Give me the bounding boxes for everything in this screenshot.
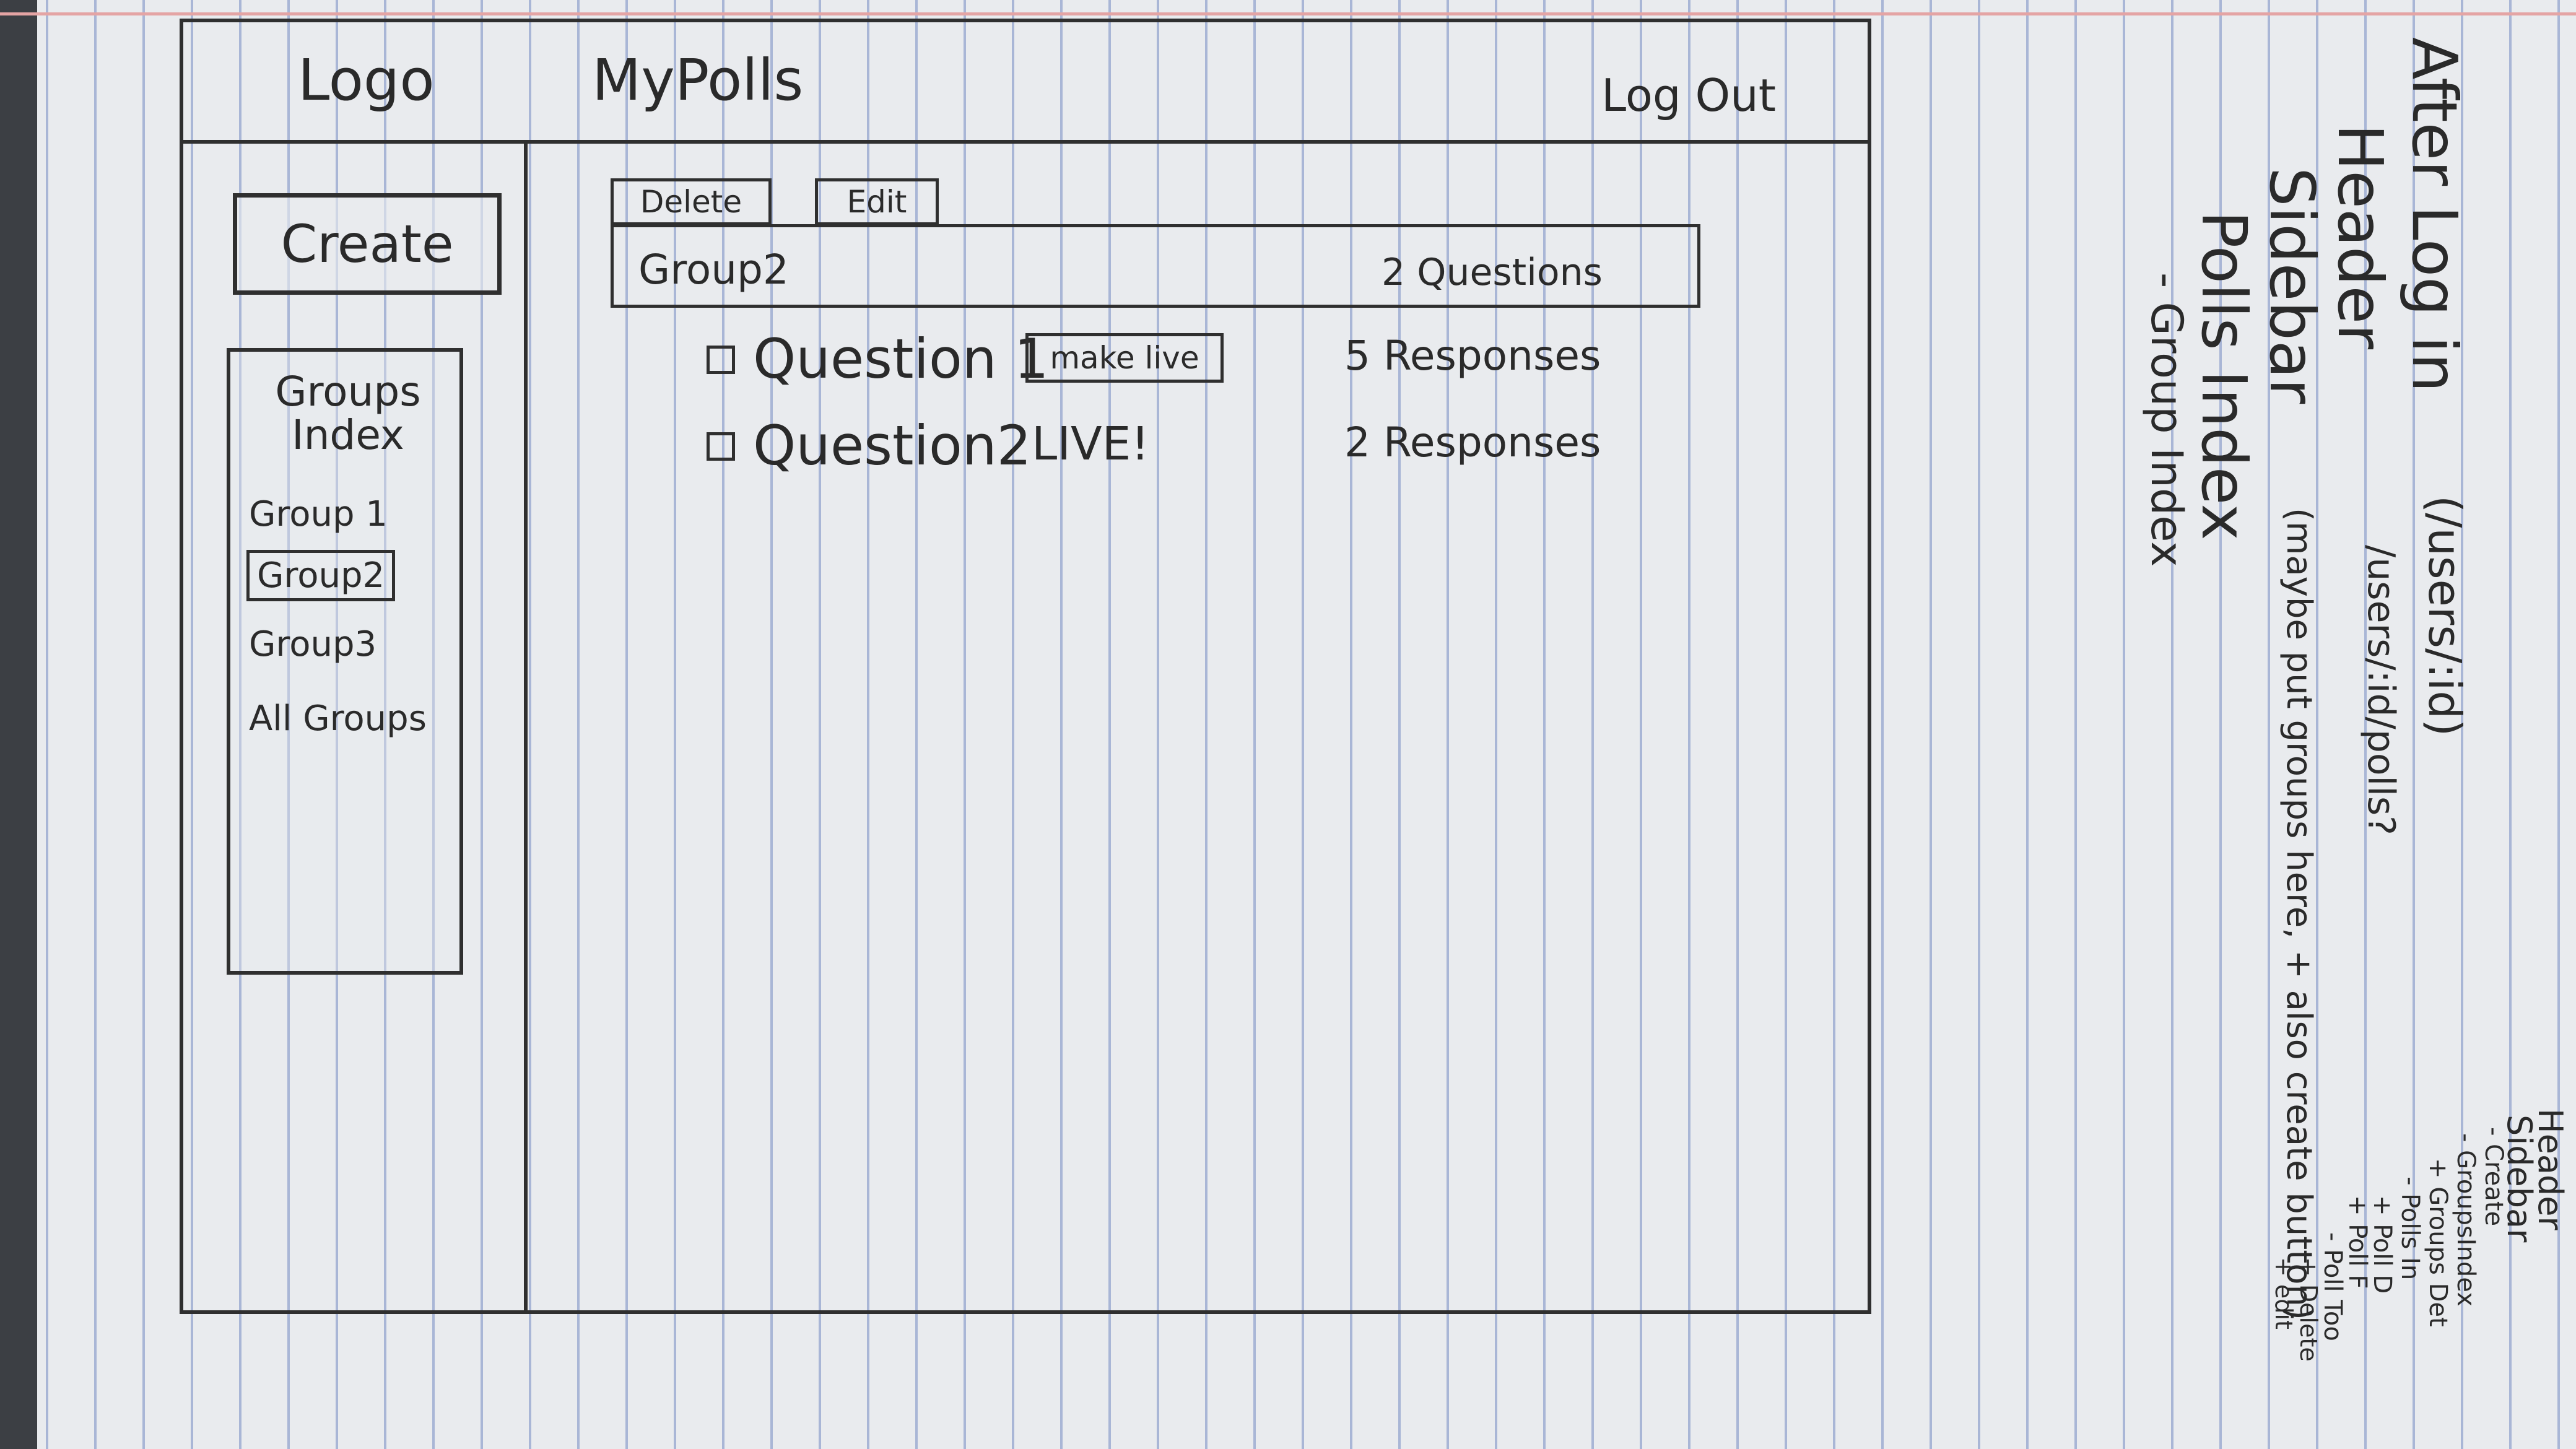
note-group-index: - Group Index [2141,272,2192,567]
groups-index-title: Groups Index [275,368,421,459]
outline-item: + Groups Det [2424,1158,2452,1327]
question-count: 2 Questions [1382,251,1603,294]
make-live-button[interactable]: make live [1025,333,1224,383]
outline-item: + Poll D [2368,1195,2396,1294]
sidebar-item-all-groups[interactable]: All Groups [249,698,427,739]
sidebar: Create Groups Index Group 1 Group2 Group… [183,144,528,1314]
outline-item: - GroupsIndex [2452,1133,2480,1307]
table-surface [0,0,37,1449]
header: Logo MyPolls Log Out [183,22,1868,144]
note-route-users: (/users/:id) [2419,495,2471,737]
outline-item: + Poll F [2343,1195,2372,1289]
note-header: Header [2324,124,2396,350]
question-row: Question2 LIVE! 2 Responses [524,410,1868,484]
outline-item: - Polls In [2396,1177,2424,1281]
outline-item: - Poll Too [2318,1232,2347,1341]
note-sidebar-groups: (maybe put groups here, + also create bu… [2279,508,2319,1320]
margin-line [0,12,2576,15]
logout-link[interactable]: Log Out [1601,69,1777,121]
outline-item: + edit [2270,1257,2297,1329]
note-sidebar: Sidebar [2256,167,2328,404]
question-checkbox[interactable] [707,346,735,374]
create-button[interactable]: Create [233,193,502,295]
app-title: MyPolls [592,47,804,113]
delete-button[interactable]: Delete [611,178,772,225]
response-count: 2 Responses [1344,419,1601,466]
edit-button[interactable]: Edit [815,178,939,225]
sidebar-item-group-2[interactable]: Group2 [246,550,396,601]
question-row: Question 1 make live 5 Responses [524,323,1868,398]
sidebar-item-group-3[interactable]: Group3 [249,624,377,664]
outline-item: - Create [2479,1127,2508,1227]
logo[interactable]: Logo [298,47,435,113]
response-count: 5 Responses [1344,332,1601,380]
live-status: LIVE! [1032,417,1150,471]
question-label[interactable]: Question2 [753,414,1032,477]
question-label[interactable]: Question 1 [753,327,1049,391]
main-content: Delete Edit Group2 2 Questions Question … [524,144,1868,1314]
group-header: Group2 2 Questions [611,224,1700,308]
note-polls-index: Polls Index [2188,211,2260,541]
groups-index: Groups Index Group 1 Group2 Group3 All G… [227,348,463,975]
browser-frame: Logo MyPolls Log Out Create Groups Index… [180,19,1871,1314]
outline-item: + Delete [2295,1257,2322,1362]
sidebar-item-group-1[interactable]: Group 1 [249,494,388,534]
question-checkbox[interactable] [707,432,735,461]
note-route-polls: /users/:id/polls? [2359,545,2403,835]
group-name: Group2 [638,246,789,294]
note-after-login: After Log in [2398,37,2471,393]
